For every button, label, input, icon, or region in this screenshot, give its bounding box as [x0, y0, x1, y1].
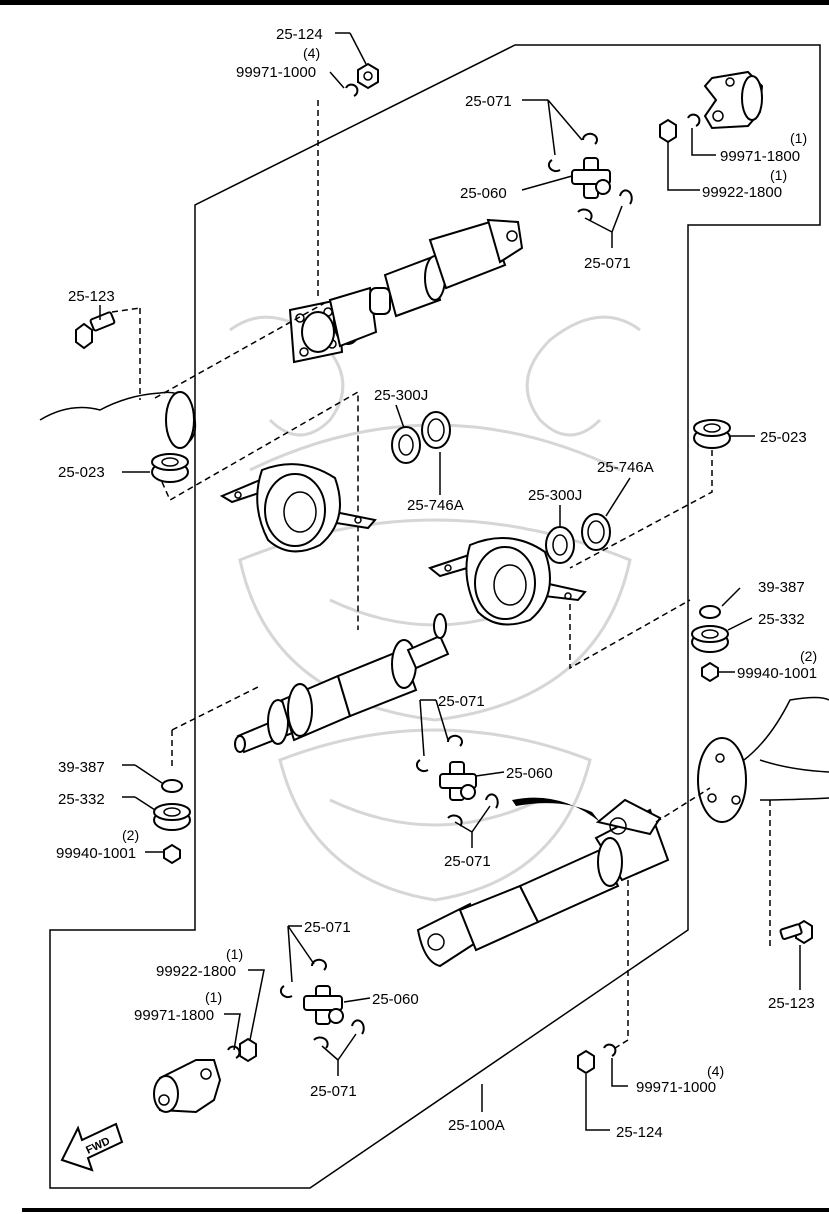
- left-insulator-25-332: [153, 803, 191, 831]
- label-99971-1800-left: 99971-1800: [134, 1007, 214, 1024]
- label-25-060-a: 25-060: [460, 185, 507, 202]
- label-99971-1000-top: 99971-1000: [236, 64, 316, 81]
- label-25-023-left: 25-023: [58, 464, 105, 481]
- middle-universal-joint: [439, 761, 477, 801]
- label-25-332-right: 25-332: [758, 611, 805, 628]
- transmission-housing-outline: [39, 391, 197, 449]
- right-washer-39-387: [699, 605, 721, 619]
- label-25-071-a: 25-071: [465, 93, 512, 110]
- label-qty-2-right: (2): [800, 648, 817, 664]
- label-25-746a-left: 25-746A: [407, 497, 464, 514]
- right-bolt-25-123: [779, 919, 813, 945]
- label-99940-1001-left: 99940-1001: [56, 845, 136, 862]
- label-99940-1001-right: 99940-1001: [737, 665, 817, 682]
- lower-bearing-support: [427, 536, 587, 626]
- middle-splined-shaft: [234, 613, 450, 754]
- label-25-060-c: 25-060: [372, 991, 419, 1008]
- label-25-124-top: 25-124: [276, 26, 323, 43]
- upper-universal-joint: [571, 157, 611, 199]
- lower-clip-3: [313, 1036, 329, 1049]
- right-insulator-25-332: [691, 625, 729, 653]
- top-lock-washer: [345, 83, 359, 97]
- top-border-bar: [0, 0, 829, 5]
- transmission-output-flange: [165, 391, 195, 449]
- label-99922-1800-left: 99922-1800: [156, 963, 236, 980]
- label-25-071-e: 25-071: [304, 919, 351, 936]
- label-25-060-b: 25-060: [506, 765, 553, 782]
- label-qty-4-bottom: (4): [707, 1063, 724, 1079]
- fwd-direction-arrow: FWD: [60, 1122, 124, 1172]
- lower-center-bearing: [545, 513, 611, 564]
- label-25-071-b: 25-071: [584, 255, 631, 272]
- upper-center-bearing: [391, 411, 451, 464]
- label-99971-1000-bottom: 99971-1000: [636, 1079, 716, 1096]
- label-qty-1-a: (1): [790, 130, 807, 146]
- lower-clip-2: [279, 985, 293, 999]
- bottom-nut: [577, 1049, 595, 1075]
- label-25-332-left: 25-332: [58, 791, 105, 808]
- rear-shaft-section: [416, 798, 670, 968]
- front-shaft-section: [288, 218, 524, 364]
- lower-clip-4: [351, 1019, 365, 1035]
- upper-clip-1: [581, 132, 598, 145]
- assembly-outline: [49, 44, 821, 1189]
- upper-clip-3: [577, 208, 593, 221]
- lower-clip-1: [310, 958, 327, 971]
- label-qty-1-d: (1): [205, 989, 222, 1005]
- pointer-arrow: [512, 797, 600, 822]
- label-99922-1800-right: 99922-1800: [702, 184, 782, 201]
- label-25-124-bottom: 25-124: [616, 1124, 663, 1141]
- top-nut: [357, 62, 379, 90]
- label-25-300j-right: 25-300J: [528, 487, 582, 504]
- upper-clip-2: [547, 159, 561, 173]
- label-25-071-c: 25-071: [438, 693, 485, 710]
- label-25-746a-right: 25-746A: [597, 459, 654, 476]
- right-lock-washer: [687, 113, 701, 127]
- label-qty-1-c: (1): [226, 946, 243, 962]
- label-25-071-f: 25-071: [310, 1083, 357, 1100]
- left-lock-washer: [227, 1045, 241, 1059]
- middle-clip-1: [446, 734, 463, 747]
- label-25-023-right: 25-023: [760, 429, 807, 446]
- left-rubber-mount: [151, 453, 189, 483]
- label-qty-1-b: (1): [770, 167, 787, 183]
- right-nut-99940: [701, 661, 719, 683]
- left-flange-nut: [239, 1037, 257, 1063]
- middle-clip-2: [415, 759, 429, 773]
- label-25-300j-left: 25-300J: [374, 387, 428, 404]
- right-nut: [659, 118, 677, 144]
- label-25-123-right: 25-123: [768, 995, 815, 1012]
- bottom-lock-washer: [603, 1043, 617, 1057]
- label-39-387-left: 39-387: [58, 759, 105, 776]
- label-25-123-left: 25-123: [68, 288, 115, 305]
- label-39-387-right: 39-387: [758, 579, 805, 596]
- front-flange-yoke: [153, 1059, 222, 1114]
- left-nut-99940: [163, 843, 181, 865]
- right-rubber-mount: [693, 419, 731, 449]
- upper-clip-4: [619, 189, 633, 205]
- left-bolt-25-123: [75, 311, 116, 350]
- upper-bearing-support: [219, 463, 377, 553]
- rear-flange-yoke: [703, 70, 764, 130]
- differential-housing: [697, 696, 829, 823]
- left-washer-39-387: [161, 779, 183, 793]
- middle-clip-4: [485, 793, 499, 809]
- label-25-071-d: 25-071: [444, 853, 491, 870]
- label-qty-2-left: (2): [122, 827, 139, 843]
- label-25-100a: 25-100A: [448, 1117, 505, 1134]
- label-99971-1800-right: 99971-1800: [720, 148, 800, 165]
- lower-universal-joint: [303, 985, 344, 1025]
- watermark-emblem: [229, 315, 641, 902]
- label-qty-4-top: (4): [303, 45, 320, 61]
- bottom-border-bar: [22, 1208, 829, 1212]
